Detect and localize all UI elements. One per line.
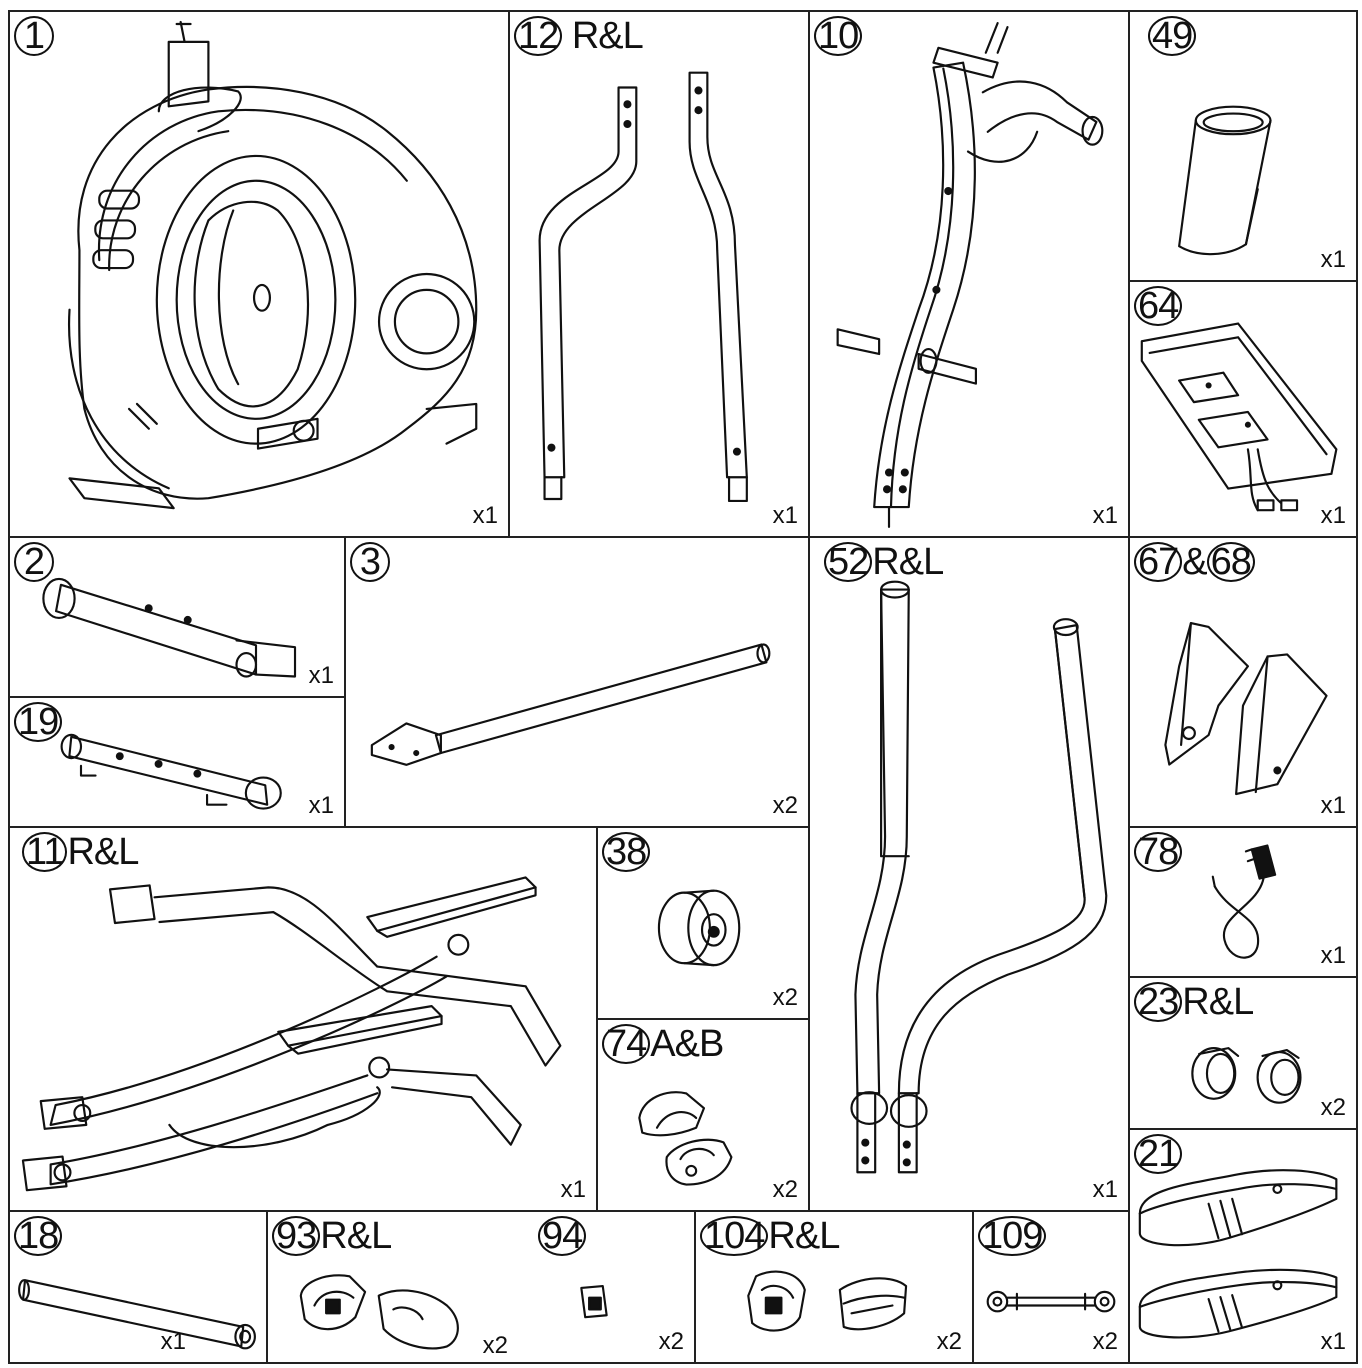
part-quantity: x1 bbox=[1092, 502, 1118, 529]
part-52-arm-handles-drawing bbox=[850, 580, 1108, 1174]
part-number-label: 2 bbox=[14, 542, 54, 582]
part-1-cell: 1 x1 bbox=[8, 10, 510, 538]
part-number-label: 18 bbox=[14, 1216, 63, 1256]
part-38-cell: 38 x2 bbox=[596, 826, 810, 1020]
part-2-cell: 2 x1 bbox=[8, 536, 346, 698]
part-quantity: x1 bbox=[472, 502, 498, 529]
part-18-cell: 18 x1 bbox=[8, 1210, 268, 1364]
part-number-label: 109 bbox=[978, 1216, 1047, 1256]
part-quantity: x2 bbox=[1092, 1328, 1118, 1355]
part-23-bushings-drawing bbox=[1191, 1047, 1302, 1104]
part-quantity: x2 bbox=[658, 1328, 684, 1355]
part-quantity: x1 bbox=[308, 792, 334, 819]
part-3-cell: 3 x2 bbox=[344, 536, 810, 828]
part-number-label: 3 bbox=[350, 542, 390, 582]
part-64-cell: 64 x1 bbox=[1128, 280, 1358, 538]
part-number-label: 78 bbox=[1134, 832, 1183, 872]
part-19-rear-stabilizer-drawing bbox=[60, 733, 282, 810]
part-quantity: x1 bbox=[1320, 792, 1346, 819]
part-2-front-stabilizer-drawing bbox=[42, 577, 297, 678]
part-109-link-rod-drawing bbox=[986, 1290, 1116, 1313]
part-number-label: 12 R&L bbox=[514, 16, 644, 56]
part-quantity: x2 bbox=[1320, 1094, 1346, 1121]
part-109-cell: 109 x2 bbox=[972, 1210, 1130, 1364]
part-19-cell: 19 x1 bbox=[8, 696, 346, 828]
part-quantity: x1 bbox=[1320, 502, 1346, 529]
part-12-cell: 12 R&L x1 bbox=[508, 10, 810, 538]
part-number-label: 1 bbox=[14, 16, 54, 56]
part-10-cell: 10 x1 bbox=[808, 10, 1130, 538]
part-quantity: x1 bbox=[1092, 1176, 1118, 1203]
part-12-upright-tubes-drawing bbox=[538, 71, 748, 503]
part-67-68-cell: 67&68 x1 bbox=[1128, 536, 1358, 828]
part-11-pedal-arms-drawing bbox=[21, 876, 562, 1192]
part-38-wheel-drawing bbox=[657, 889, 741, 967]
part-93-94-covers-drawing bbox=[299, 1274, 608, 1350]
part-quantity: x1 bbox=[1320, 942, 1346, 969]
part-3-rail-tube-drawing bbox=[370, 643, 771, 766]
part-quantity: x2 bbox=[482, 1332, 508, 1359]
part-49-cell: 49 x1 bbox=[1128, 10, 1358, 282]
part-quantity: x1 bbox=[160, 1328, 186, 1355]
part-quantity: x2 bbox=[936, 1328, 962, 1355]
part-21-cell: 21 x1 bbox=[1128, 1128, 1358, 1364]
part-78-power-adapter-drawing bbox=[1211, 844, 1277, 959]
part-64-console-drawing bbox=[1140, 322, 1338, 512]
part-quantity: x2 bbox=[772, 1176, 798, 1203]
part-18-tube-drawing bbox=[18, 1279, 256, 1350]
part-67-68-covers-drawing bbox=[1164, 621, 1328, 796]
part-49-sleeve-drawing bbox=[1178, 105, 1272, 256]
part-number-label: 67&68 bbox=[1134, 542, 1255, 582]
part-104-covers-drawing bbox=[747, 1270, 908, 1332]
part-quantity: x1 bbox=[1320, 1328, 1346, 1355]
part-74-caps-drawing bbox=[638, 1091, 733, 1186]
part-78-cell: 78 x1 bbox=[1128, 826, 1358, 978]
part-number-label: 19 bbox=[14, 702, 63, 742]
part-number-label: 49 bbox=[1148, 16, 1197, 56]
part-quantity: x1 bbox=[1320, 246, 1346, 273]
part-quantity: x1 bbox=[308, 662, 334, 689]
part-number-label: 10 bbox=[814, 16, 863, 56]
part-quantity: x2 bbox=[772, 984, 798, 1011]
part-quantity: x2 bbox=[772, 792, 798, 819]
part-number-label: 21 bbox=[1134, 1134, 1183, 1174]
part-10-handlebar-post-drawing bbox=[836, 22, 1104, 528]
part-21-pedals-drawing bbox=[1138, 1169, 1338, 1339]
part-number-label: 38 bbox=[602, 832, 651, 872]
part-quantity: x1 bbox=[560, 1176, 586, 1203]
part-number-label: 94 bbox=[538, 1216, 587, 1256]
part-quantity: x1 bbox=[772, 502, 798, 529]
part-1-main-frame-drawing bbox=[67, 20, 478, 510]
part-number-label: 64 bbox=[1134, 286, 1183, 326]
